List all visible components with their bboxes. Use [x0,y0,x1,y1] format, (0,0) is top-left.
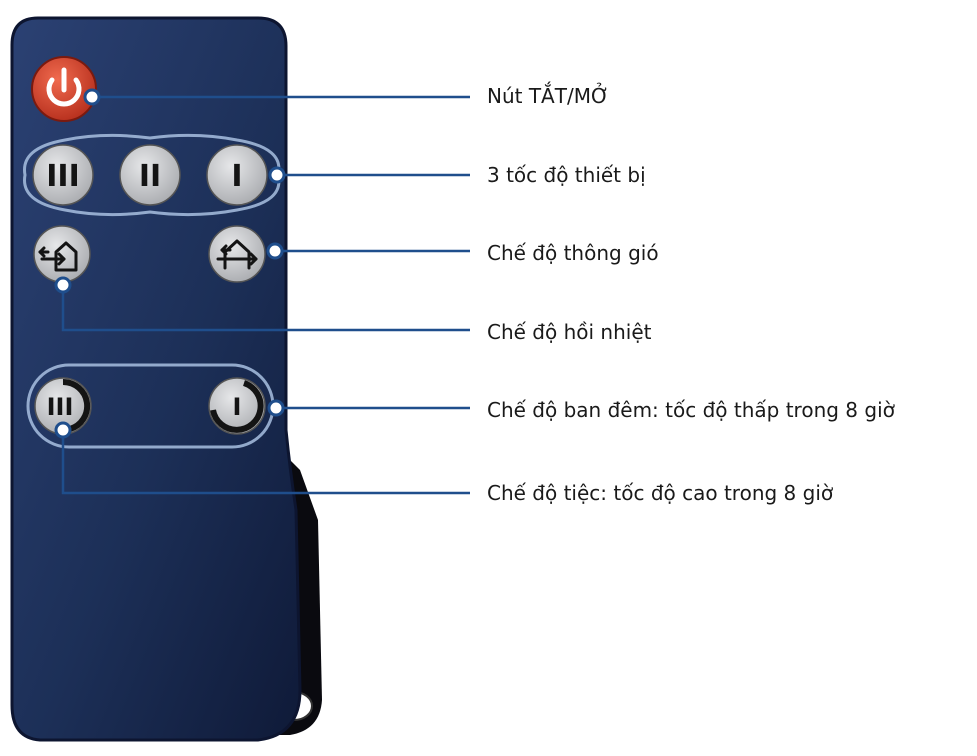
night-timer-arc [210,380,264,433]
night-timer-icon: I [233,393,242,421]
party-timer-arc [62,378,91,432]
speed-1-button[interactable]: I [206,144,268,206]
leader-dot-heat-recovery [54,276,72,294]
leader-dot-night [267,399,285,417]
party-timer-icon: III [47,393,74,421]
callout-night: Chế độ ban đêm: tốc độ thấp trong 8 giờ [487,398,895,422]
callout-ventilation: Chế độ thông gió [487,241,659,265]
ventilation-icon [216,239,258,270]
leader-dot-power [83,88,101,106]
speed-3-icon: III [46,159,80,194]
leader-line-party [61,430,470,495]
speed-3-button[interactable]: III [32,144,94,206]
leader-dot-ventilation [266,242,284,260]
callout-heat-recovery: Chế độ hồi nhiệt [487,320,652,344]
leader-dot-party [54,421,72,439]
callout-power: Nút TẮT/MỞ [487,84,610,108]
speed-1-icon: I [231,159,242,194]
callout-party: Chế độ tiệc: tốc độ cao trong 8 giờ [487,481,834,505]
ventilation-button[interactable] [208,225,266,283]
night-timer-button[interactable]: I [208,377,266,435]
party-timer-button[interactable]: III [34,377,92,435]
speed-2-icon: II [139,159,161,194]
leader-lines [61,95,470,495]
leader-line-heat-recovery [61,285,470,332]
leader-dot-speed [268,166,286,184]
heat-recovery-button[interactable] [33,225,91,283]
power-button[interactable] [31,56,97,122]
speed-group-ring [23,133,281,217]
power-icon [46,67,82,107]
heat-recovery-icon [38,241,78,272]
callout-speed: 3 tốc độ thiết bị [487,163,646,187]
leader-dots [54,88,286,439]
speed-2-button[interactable]: II [119,144,181,206]
